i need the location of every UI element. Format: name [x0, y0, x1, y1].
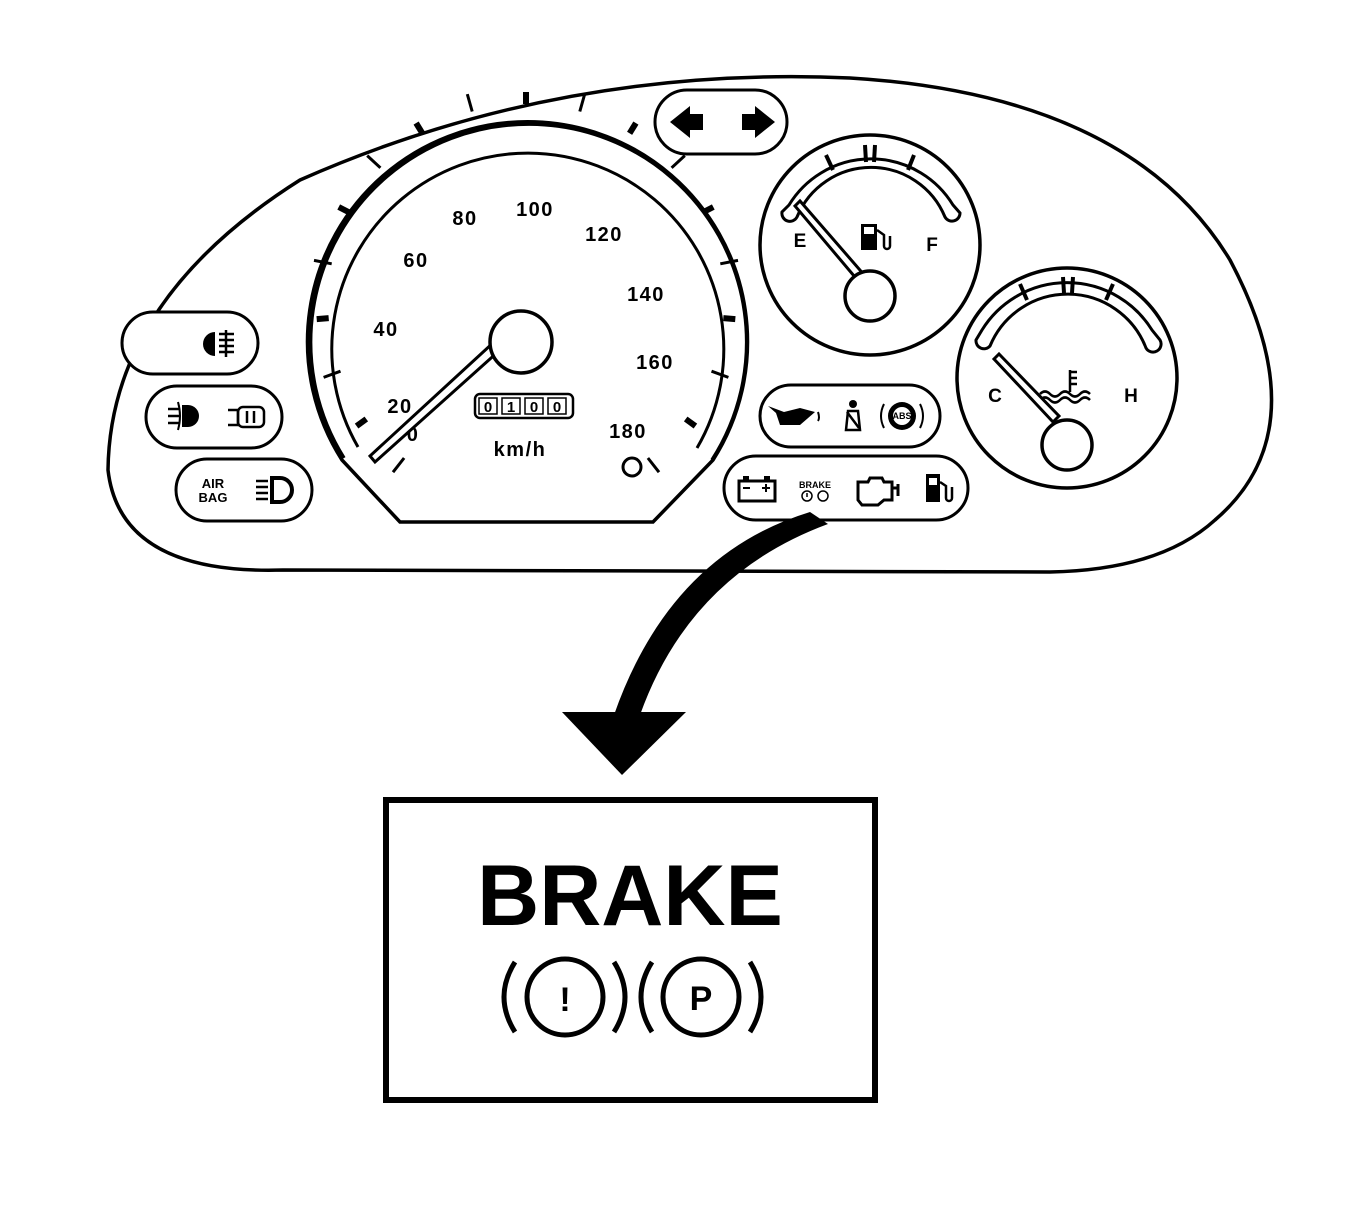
temp-needle: [991, 351, 1062, 425]
speedometer-tick: [337, 204, 351, 216]
speedometer-tick: [627, 121, 639, 135]
speedometer-ticks: [313, 92, 739, 474]
seat-belt-icon: [844, 400, 862, 432]
fuel-icon: [926, 474, 954, 503]
door-open-icon: [228, 405, 266, 429]
speed-label-60: 60: [403, 250, 428, 272]
speedometer-tick: [413, 121, 425, 135]
speedometer-tick: [316, 315, 329, 323]
right-arrow-icon: [742, 106, 775, 138]
speed-label-0: 0: [407, 424, 420, 446]
odometer-digit: 1: [507, 399, 515, 416]
high-beam-icon: [256, 476, 294, 504]
speedometer-tick: [366, 154, 382, 169]
odometer: 0 1 0 0: [473, 392, 575, 420]
svg-text:BRAKE: BRAKE: [799, 480, 831, 490]
fuel-gauge: E F: [758, 133, 982, 357]
speed-unit-label: km/h: [494, 439, 547, 461]
speedometer-tick: [670, 154, 686, 169]
parking-brake-symbol: P: [638, 956, 764, 1038]
speedometer-tick: [646, 457, 661, 474]
parking-brake-glyph: P: [690, 980, 713, 1018]
speed-label-160: 160: [636, 352, 674, 374]
abs-icon: ABS: [880, 402, 924, 430]
speedometer-tick: [720, 258, 739, 266]
speedometer-tick: [391, 457, 406, 474]
coolant-temperature-icon: [1039, 370, 1091, 404]
left-indicator-panel: AIR BAG: [120, 310, 314, 523]
oil-pressure-icon: [768, 406, 820, 425]
fuel-empty-label: E: [794, 231, 807, 252]
speed-label-20: 20: [387, 396, 412, 418]
airbag-label-line2: BAG: [199, 490, 228, 505]
airbag-label-line1: AIR: [202, 476, 225, 491]
speedometer-tick: [354, 416, 369, 429]
speedometer-tick: [465, 93, 474, 112]
check-engine-icon: [856, 476, 900, 507]
brake-exclamation-glyph: !: [559, 981, 570, 1019]
speed-label-100: 100: [516, 199, 554, 221]
temp-hot-label: H: [1124, 386, 1138, 407]
temp-hub: [1040, 418, 1094, 472]
speedometer-tick: [723, 315, 736, 323]
battery-icon: [737, 476, 777, 503]
brake-icon: BRAKE: [799, 480, 831, 502]
speedometer-tick: [701, 204, 715, 216]
front-fog-light-icon: [168, 401, 199, 431]
speed-label-180: 180: [609, 421, 647, 443]
speedometer-tick: [323, 369, 342, 379]
fuel-hub: [843, 269, 897, 323]
speedometer-tick: [578, 93, 587, 112]
turn-signal-indicator: [653, 88, 789, 156]
speedometer: 20 40 60 80 100 120 140 160 180 0 0 1 0 …: [305, 92, 750, 524]
speedometer-hub: [488, 309, 554, 375]
brake-callout-box: BRAKE ! P: [383, 797, 878, 1103]
temp-cold-label: C: [988, 386, 1002, 407]
speed-label-40: 40: [373, 319, 398, 341]
svg-text:ABS: ABS: [892, 411, 911, 421]
warning-light-row-upper: ABS: [758, 383, 942, 449]
odometer-digit: 0: [530, 399, 538, 416]
speedometer-tick: [313, 258, 332, 266]
callout-arrow: [562, 512, 828, 775]
brake-warning-symbol: !: [501, 956, 628, 1038]
speedometer-tick: [683, 416, 698, 429]
left-arrow-icon: [670, 106, 703, 138]
speed-label-140: 140: [627, 284, 665, 306]
trip-reset-knob: [621, 456, 643, 478]
odometer-digit: 0: [484, 399, 492, 416]
odometer-digit: 0: [553, 399, 561, 416]
fuel-pump-icon: [861, 224, 892, 251]
rear-fog-light-icon: [203, 330, 234, 357]
temperature-gauge: C H: [955, 266, 1179, 490]
speedometer-tick: [710, 369, 729, 379]
speed-label-80: 80: [452, 208, 477, 230]
brake-callout-title: BRAKE: [477, 848, 783, 944]
fuel-full-label: F: [926, 235, 938, 256]
speed-label-120: 120: [585, 224, 623, 246]
warning-light-row-lower: BRAKE: [722, 454, 970, 522]
